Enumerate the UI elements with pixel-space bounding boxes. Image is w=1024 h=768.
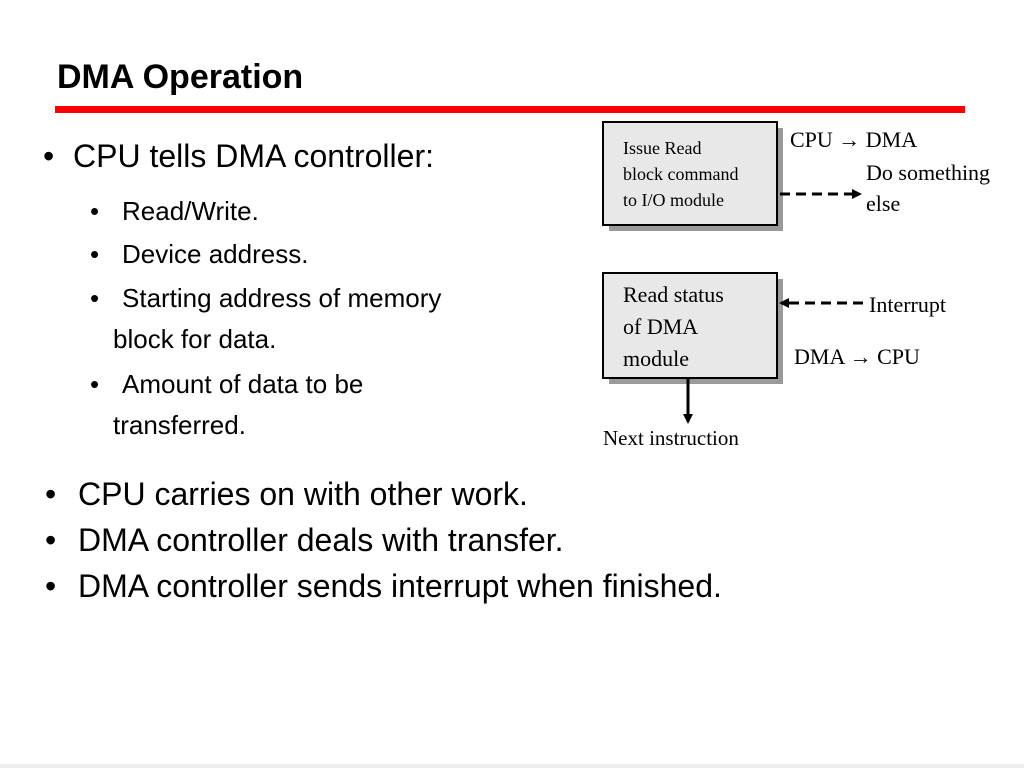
issue-read-box bbox=[602, 121, 778, 226]
slide-title: DMA Operation bbox=[57, 58, 304, 96]
bullet-dma-deals: • DMA controller deals with transfer. bbox=[45, 522, 564, 559]
subbullet-text: block for data. bbox=[113, 324, 277, 354]
cpu-to-dma-label: CPU → DMA bbox=[790, 127, 917, 152]
read-status-box bbox=[602, 272, 778, 379]
bullet-dot: • bbox=[90, 283, 100, 313]
bullet-text: CPU tells DMA controller: bbox=[73, 138, 434, 174]
bullet-cpu-tells: • CPU tells DMA controller: bbox=[43, 138, 434, 175]
bullet-dma-interrupt: • DMA controller sends interrupt when fi… bbox=[45, 568, 722, 605]
subbullet-text: Starting address of memory bbox=[122, 283, 442, 313]
bullet-dot: • bbox=[45, 476, 57, 512]
subbullet-text: transferred. bbox=[113, 410, 246, 440]
bullet-cpu-carries-on: • CPU carries on with other work. bbox=[45, 476, 528, 513]
box-label: Issue Read bbox=[623, 138, 701, 158]
title-underline bbox=[55, 106, 965, 113]
box-label: module bbox=[623, 346, 689, 371]
bullet-dot: • bbox=[43, 138, 55, 174]
box-label: to I/O module bbox=[623, 190, 724, 210]
subbullet-text: Device address. bbox=[122, 239, 309, 269]
subbullet-read-write: • Read/Write. bbox=[90, 196, 259, 227]
dma-to-cpu-label: DMA → CPU bbox=[794, 344, 920, 369]
bullet-dot: • bbox=[90, 369, 100, 399]
bullet-dot: • bbox=[45, 522, 57, 558]
interrupt-label: Interrupt bbox=[869, 292, 946, 317]
dma-flow-diagram: Issue Read block command to I/O module C… bbox=[602, 121, 990, 450]
bullet-text: CPU carries on with other work. bbox=[78, 476, 528, 512]
do-something-label: else bbox=[866, 191, 900, 216]
do-something-label: Do something bbox=[866, 160, 990, 185]
bottom-border bbox=[0, 764, 1024, 768]
box-label: block command bbox=[623, 164, 738, 184]
subbullet-amount: • Amount of data to be bbox=[90, 369, 363, 400]
bullet-dot: • bbox=[90, 239, 100, 269]
bullet-text: DMA controller sends interrupt when fini… bbox=[78, 568, 722, 604]
next-instruction-label: Next instruction bbox=[603, 426, 739, 450]
bullet-text: DMA controller deals with transfer. bbox=[78, 522, 564, 558]
box-label: of DMA bbox=[623, 314, 698, 339]
subbullet-text: Amount of data to be bbox=[122, 369, 364, 399]
bullet-dot: • bbox=[90, 196, 100, 226]
subbullet-device-address: • Device address. bbox=[90, 239, 308, 270]
subbullet-amount-cont: transferred. bbox=[113, 410, 246, 441]
bullet-dot: • bbox=[45, 568, 57, 604]
box-label: Read status bbox=[623, 282, 724, 307]
subbullet-starting-address: • Starting address of memory bbox=[90, 283, 441, 314]
subbullet-text: Read/Write. bbox=[122, 196, 259, 226]
subbullet-starting-address-cont: block for data. bbox=[113, 324, 276, 355]
